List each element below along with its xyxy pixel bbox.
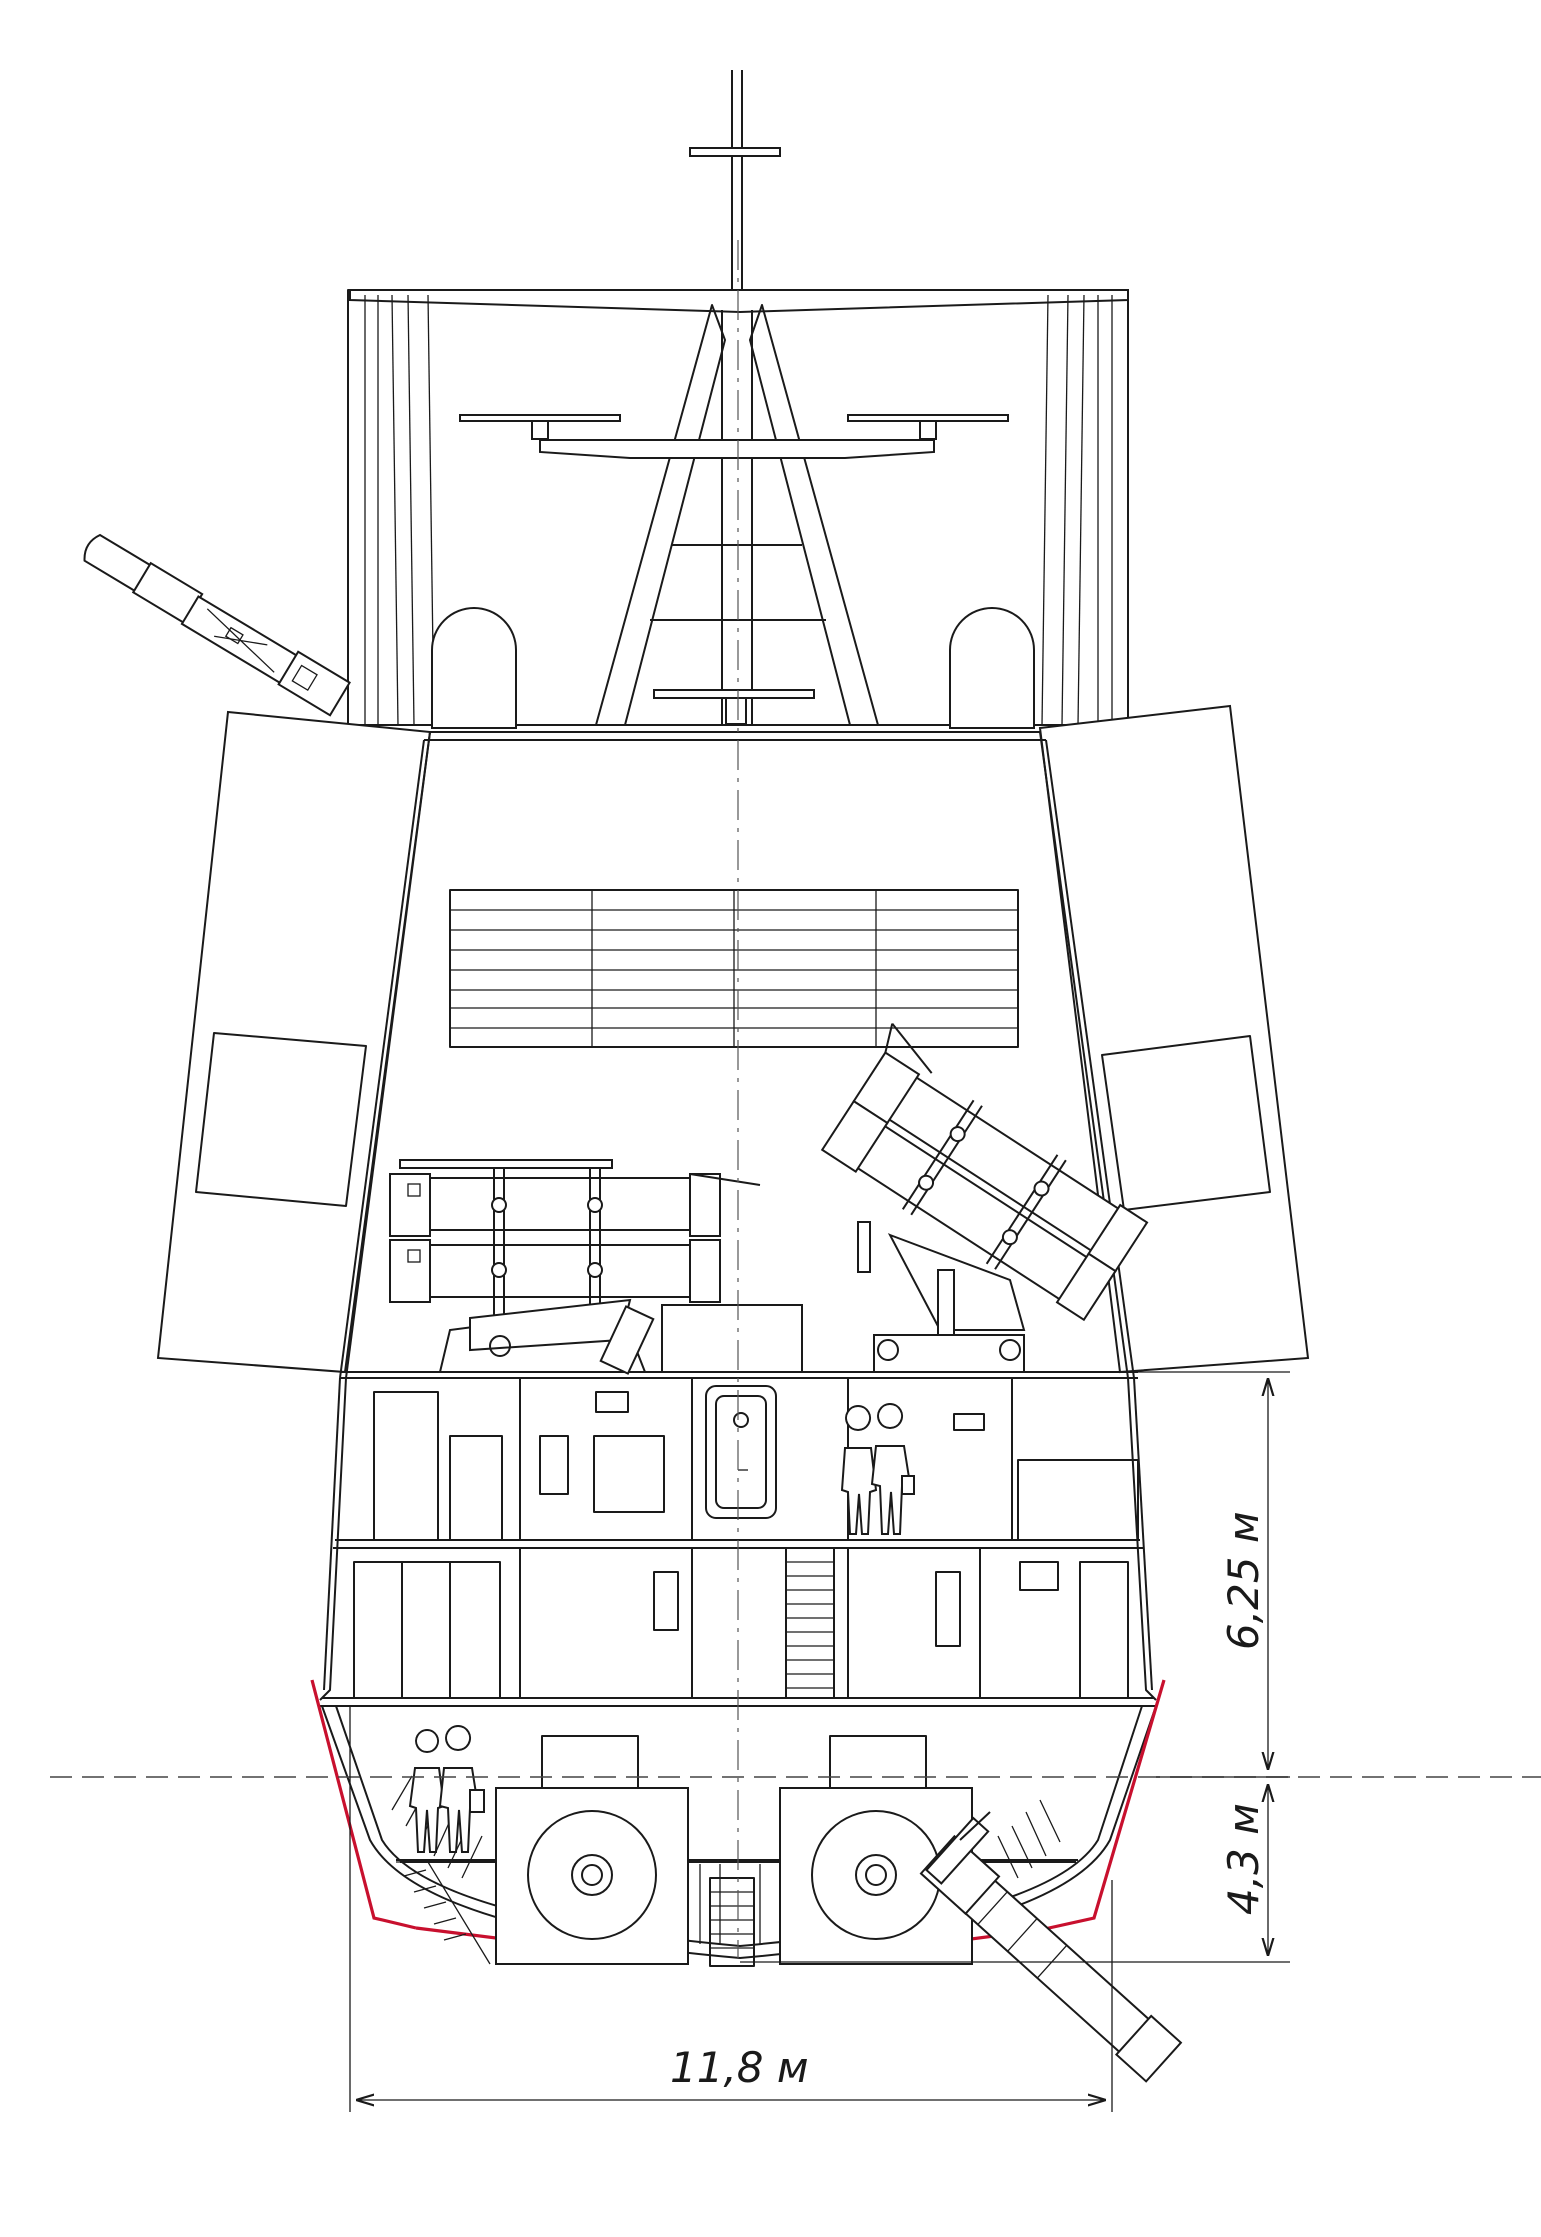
torpedo-launcher-lower-right bbox=[919, 1811, 1183, 2083]
dimension-label-beam-width: 11,8 м bbox=[670, 2043, 809, 2092]
dimension-lines bbox=[349, 1371, 1290, 2112]
person-silhouettes-lower bbox=[408, 1725, 485, 1853]
missile-launcher-upper-left bbox=[83, 533, 351, 717]
missile-launcher-left bbox=[389, 1159, 803, 1375]
person-silhouettes-upper bbox=[840, 1403, 915, 1535]
dimension-label-lower-height: 4,3 м bbox=[1219, 1803, 1268, 1915]
middle-deck-rooms bbox=[353, 1547, 1129, 1699]
upper-deck-rooms bbox=[373, 1378, 1139, 1541]
dimension-label-upper-height: 6,25 м bbox=[1219, 1511, 1268, 1650]
engine-room bbox=[396, 1735, 1078, 1967]
vls-grid-panel bbox=[449, 889, 1019, 1048]
missile-launcher-right bbox=[820, 1023, 1149, 1373]
